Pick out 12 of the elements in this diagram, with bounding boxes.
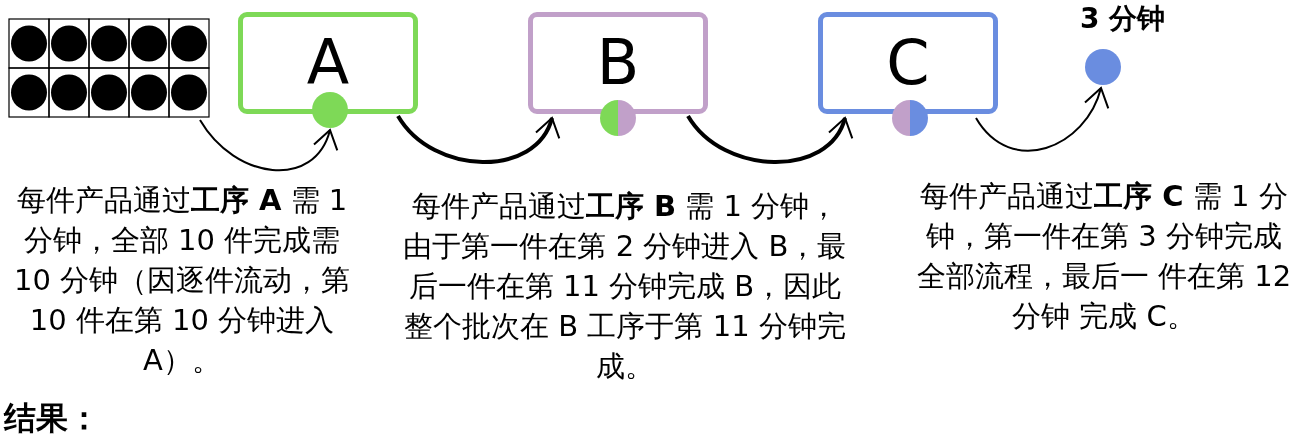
arrow [975,87,1108,152]
token-grid-drawing [8,18,210,118]
description-text: 每件产品通过工序 B 需 1 分钟，由于第一件在第 2 分钟进入 B，最后一件在第 11 分钟完成 B，因此整个批次在 B 工序于第 11 分钟完成。 [402,188,848,385]
description-text: 每件产品通过工序 C 需 1 分钟，第一件在第 3 分钟完成全部流程，最后一 件在第 12 分钟 完成 C。 [915,178,1293,335]
description-text: 每件产品通过工序 A 需 1 分钟，全部 10 件完成需 10 分钟（因逐件流动，第 10 件在第 10 分钟进入 A）。 [12,182,352,379]
dot [892,100,928,136]
arrow [686,114,851,164]
heading: 结果： [4,398,100,438]
duration-label: 3 分钟 [1080,3,1166,35]
dot [600,100,636,136]
arrow [199,119,336,171]
arrow [396,114,558,164]
